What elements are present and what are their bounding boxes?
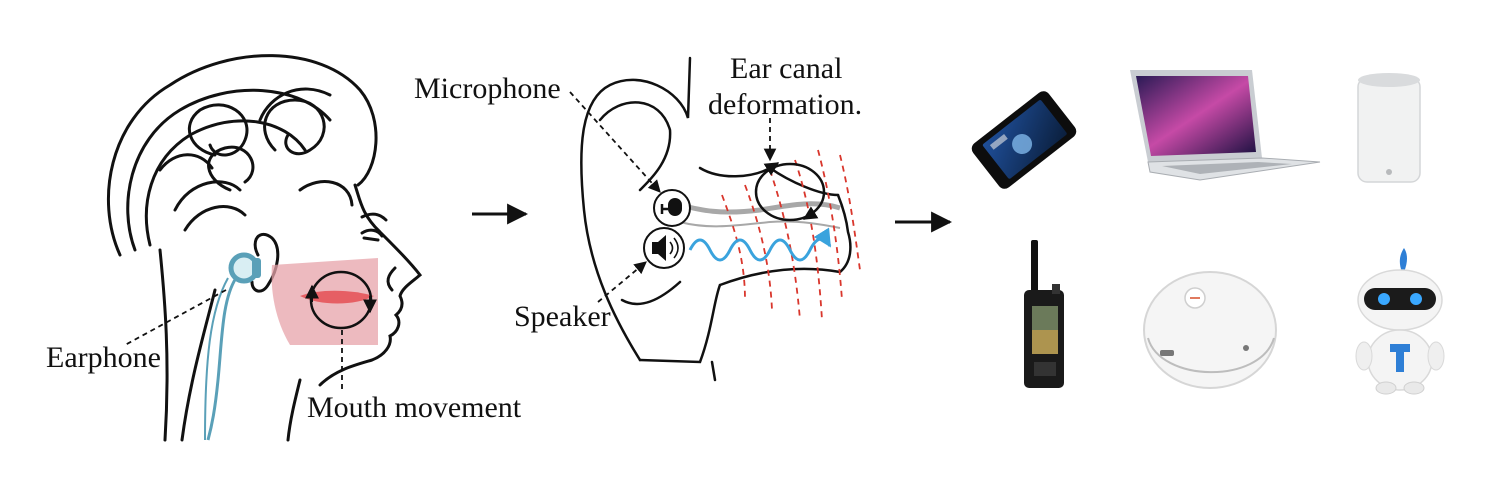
laptop-icon — [1130, 70, 1321, 181]
sound-wave — [688, 227, 832, 262]
smartphone-icon — [971, 91, 1077, 189]
microphone-label: Microphone — [414, 72, 561, 105]
ear-canal — [679, 201, 841, 215]
mouth-region — [271, 258, 378, 345]
deformation-lines — [721, 149, 861, 321]
deformation-rotation-arrow-top — [763, 162, 780, 176]
mouth-movement-label: Mouth movement — [307, 391, 522, 424]
speaker-leader-line — [597, 261, 647, 303]
smart-speaker-icon — [1357, 73, 1421, 183]
speaker-icon — [643, 227, 685, 269]
deformation-rotation-arrow-bottom — [802, 206, 819, 220]
earphone-device — [204, 252, 261, 441]
ear-canal-label: Ear canal — [730, 52, 843, 85]
speaker-label: Speaker — [514, 300, 611, 333]
deformation-circle — [754, 162, 826, 222]
ear-canal-lower — [679, 220, 841, 229]
woman-head-illustration — [107, 54, 423, 442]
microphone-icon — [653, 189, 691, 227]
robot-toy-icon — [1355, 248, 1445, 395]
earphone-leader-line — [124, 289, 227, 346]
robot-vacuum-icon — [1143, 271, 1277, 389]
earphone-label: Earphone — [46, 341, 161, 374]
deformation-label: deformation. — [708, 88, 863, 121]
microphone-leader-line — [569, 91, 661, 193]
walkie-talkie-icon — [1024, 240, 1064, 388]
